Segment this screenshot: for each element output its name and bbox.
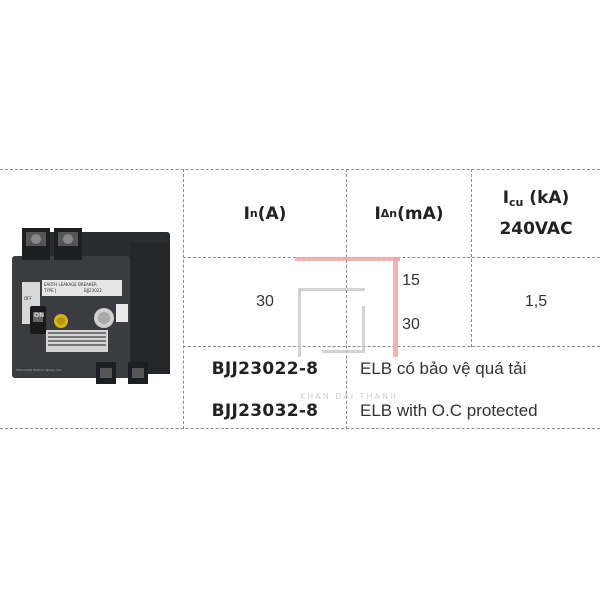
breaker-label-brand: EARTH LEAKAGE BREAKER — [44, 282, 97, 287]
header-icu-line: Icu (kA) — [503, 185, 570, 216]
value-rated-current: 30 — [256, 293, 274, 310]
header-in-unit: (A) — [257, 203, 287, 224]
breaker-label-type: TYPE J — [44, 288, 57, 293]
watermark-logo-inner — [322, 306, 365, 353]
value-breaking-capacity: 1,5 — [524, 293, 548, 310]
breaker-label-on: ON — [34, 312, 45, 319]
header-icu-unit: (kA) — [523, 188, 570, 208]
col-divider-2 — [346, 169, 347, 429]
header-idn-sub: Δn — [380, 207, 398, 220]
breaker-label-off: OFF — [24, 296, 32, 301]
table-top-border — [0, 169, 600, 170]
col-divider-1 — [183, 169, 184, 429]
model-code-2: BJJ23032-8 — [211, 401, 319, 421]
model-code-1: BJJ23022-8 — [211, 359, 319, 379]
value-sensitivity-15: 15 — [402, 272, 420, 289]
table-bottom-border — [0, 428, 600, 429]
header-icu-main: I — [502, 188, 510, 208]
header-breaking-capacity: Icu (kA) 240VAC — [472, 170, 600, 257]
watermark-text: KHAN DAI THANH — [300, 392, 399, 401]
watermark-stripe-vertical — [393, 257, 398, 357]
breaker-label-model: BJJ23022 — [84, 288, 102, 293]
model-description-1: ELB có bảo vệ quá tải — [360, 359, 527, 378]
watermark-logo-frame — [298, 288, 365, 357]
header-icu-sub: cu — [509, 196, 524, 209]
col-divider-3 — [471, 169, 472, 347]
header-in-sub: n — [249, 207, 258, 220]
header-idn-main: I — [374, 203, 381, 224]
header-idn-unit: (mA) — [397, 203, 444, 224]
breaker-label-maker: Matsushita Electric Works, Ltd. — [16, 368, 63, 372]
breaker-product-image — [12, 228, 170, 384]
header-icu-voltage: 240VAC — [499, 219, 573, 239]
value-sensitivity-30: 30 — [402, 316, 420, 333]
header-in-main: I — [243, 203, 250, 224]
watermark-stripe-horizontal — [295, 257, 400, 261]
model-description-2: ELB with O.C protected — [360, 401, 538, 420]
values-row-divider — [183, 346, 600, 347]
